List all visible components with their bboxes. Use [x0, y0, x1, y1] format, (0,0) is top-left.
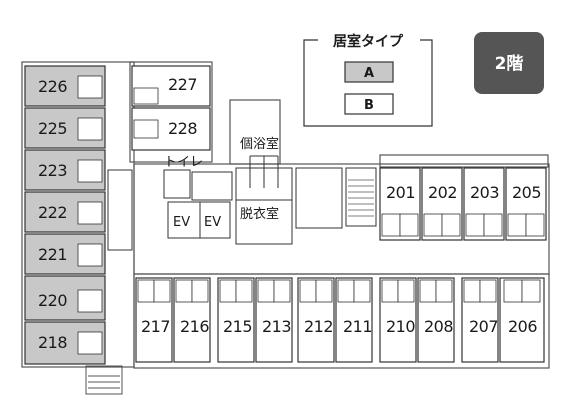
room-221[interactable] [24, 233, 106, 275]
label-217: 217 [141, 317, 170, 336]
legend-key-b: B [364, 98, 374, 113]
label-206: 206 [508, 317, 537, 336]
label-216: 216 [180, 317, 209, 336]
ev1-label: EV [173, 215, 190, 230]
label-207: 207 [469, 317, 498, 336]
lower-stair [85, 365, 123, 395]
label-212: 212 [304, 317, 333, 336]
legend-swatch-b [344, 93, 394, 115]
label-220: 220 [38, 291, 67, 310]
room-labels-left: 226 225 223 222 221 220 218 [38, 77, 68, 352]
label-211: 211 [343, 317, 372, 336]
label-225: 225 [38, 119, 67, 138]
label-227: 227 [168, 75, 197, 94]
legend-key-a: A [364, 66, 374, 81]
floor-badge: 2階 [474, 32, 544, 94]
building-outline [21, 61, 550, 369]
upper-right-baths [381, 213, 545, 237]
legend: 居室タイプ A B [303, 33, 433, 127]
label-226: 226 [38, 77, 67, 96]
label-203: 203 [470, 183, 499, 202]
label-205: 205 [512, 183, 541, 202]
dressing-room[interactable] [235, 199, 293, 245]
label-202: 202 [428, 183, 457, 202]
label-201: 201 [386, 183, 415, 202]
label-222: 222 [38, 203, 67, 222]
left-wing-rooms [24, 65, 106, 365]
stair-treads [348, 179, 374, 217]
label-213: 213 [262, 317, 291, 336]
label-218: 218 [38, 333, 67, 352]
label-228: 228 [168, 119, 197, 138]
label-208: 208 [424, 317, 453, 336]
central-facilities [107, 155, 377, 251]
ev2-label: EV [204, 215, 221, 230]
stairwell [345, 167, 377, 227]
floor-badge-bg [474, 32, 544, 94]
upper-rooms [131, 65, 211, 151]
facility-labels: トイレ 個浴室 脱衣室 EV EV [164, 136, 279, 230]
label-221: 221 [38, 245, 67, 264]
legend-swatch-a [344, 61, 394, 83]
label-210: 210 [386, 317, 415, 336]
legend-frame [303, 39, 433, 127]
elevator-2[interactable] [199, 201, 231, 239]
toilet-label: トイレ [164, 155, 203, 170]
label-215: 215 [223, 317, 252, 336]
toilet-room[interactable] [163, 169, 191, 199]
floor-label: 2階 [495, 54, 524, 74]
label-223: 223 [38, 161, 67, 180]
lower-baths [137, 279, 541, 303]
room-labels-b: 227 228 201 202 203 205 217 216 215 213 … [141, 75, 542, 336]
legend-title: 居室タイプ [333, 33, 404, 50]
bath-label: 個浴室 [240, 136, 279, 152]
dressing-label: 脱衣室 [240, 206, 279, 222]
